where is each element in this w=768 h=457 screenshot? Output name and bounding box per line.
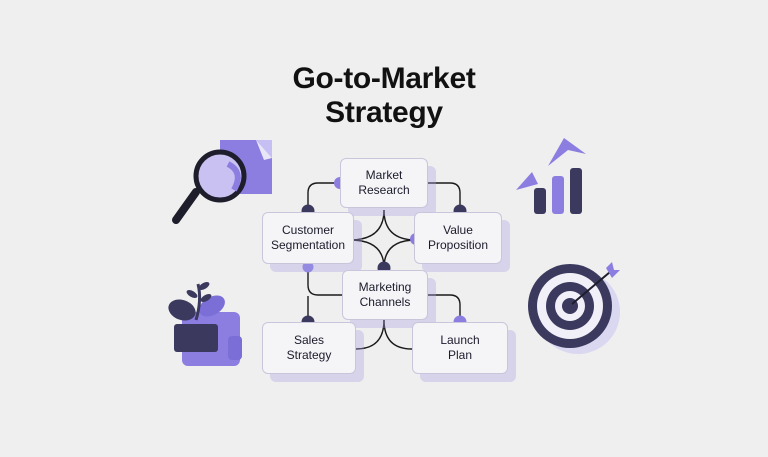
node-label: Strategy bbox=[286, 348, 332, 362]
title-line-2: Strategy bbox=[325, 96, 443, 129]
node-marketing-channels[interactable]: Marketing Channels bbox=[342, 270, 428, 320]
bar-chart-icon bbox=[516, 138, 586, 214]
magnifier-icon bbox=[172, 140, 272, 224]
node-label: Value bbox=[443, 223, 473, 237]
arrow-up-icon bbox=[548, 138, 586, 166]
node-label: Channels bbox=[359, 295, 411, 309]
title-line-1: Go-to-Market bbox=[292, 62, 476, 95]
node-sales-strategy[interactable]: Sales Strategy bbox=[262, 322, 356, 374]
page-title: Go-to-Market Strategy bbox=[0, 62, 768, 130]
plant-icon bbox=[168, 282, 242, 366]
node-label: Plan bbox=[447, 348, 473, 362]
node-label: Proposition bbox=[427, 238, 489, 252]
node-customer-segmentation[interactable]: Customer Segmentation bbox=[262, 212, 354, 264]
target-icon bbox=[528, 262, 620, 354]
node-label: Market bbox=[365, 168, 403, 182]
node-label: Marketing bbox=[358, 280, 412, 294]
node-label: Sales bbox=[293, 333, 325, 347]
connector-dot bbox=[302, 261, 314, 273]
node-value-proposition[interactable]: Value Proposition bbox=[414, 212, 502, 264]
node-launch-plan[interactable]: Launch Plan bbox=[412, 322, 508, 374]
node-label: Segmentation bbox=[270, 238, 346, 252]
node-label: Launch bbox=[440, 333, 480, 347]
node-label: Research bbox=[358, 183, 410, 197]
node-market-research[interactable]: Market Research bbox=[340, 158, 428, 208]
node-label: Customer bbox=[281, 223, 334, 237]
